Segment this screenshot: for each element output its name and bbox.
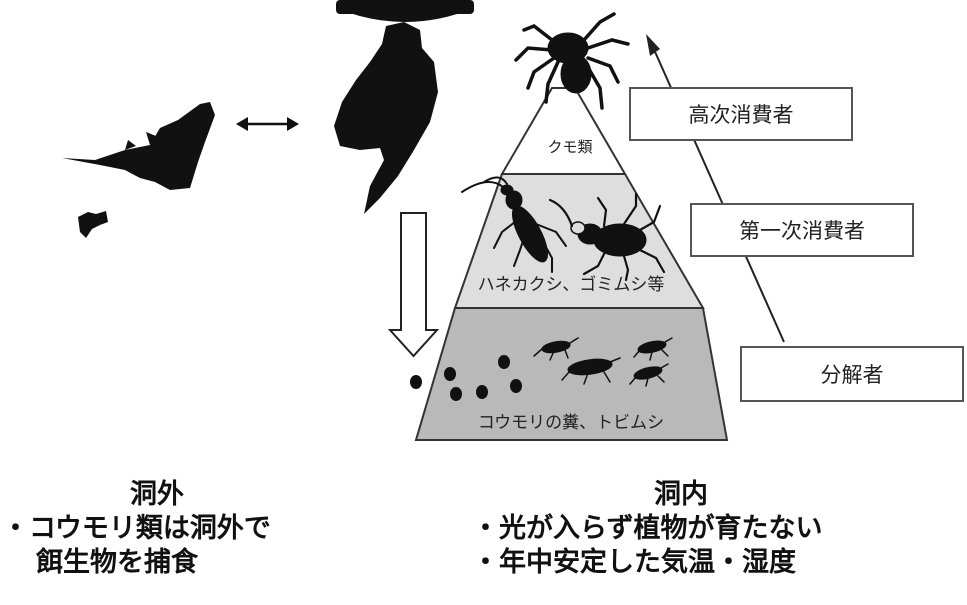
springtail-silhouettes (533, 337, 673, 387)
level-label-primary-consumer: 第一次消費者 (739, 219, 865, 243)
outside-caption: 洞外 ・コウモリ類は洞外で 餌生物を捕食 (0, 478, 300, 580)
hanging-bat-silhouette (334, 0, 474, 214)
flying-bat-silhouette (62, 102, 215, 190)
level-box-high-consumer: 高次消費者 (629, 87, 853, 141)
springtail-4 (629, 363, 669, 387)
outside-line-2: 餌生物を捕食 (36, 547, 198, 578)
pyramid-top-label: クモ類 (547, 138, 592, 156)
ground-beetle-silhouette (548, 192, 666, 282)
springtail-2 (561, 357, 621, 385)
level-label-high-consumer: 高次消費者 (688, 103, 794, 127)
bidirectional-arrow-icon (236, 117, 299, 131)
pyramid-bottom-tier (414, 307, 729, 441)
small-bat-silhouette (78, 211, 108, 238)
level-box-decomposer: 分解者 (740, 346, 964, 402)
springtail-3 (633, 337, 673, 361)
inside-title: 洞内 (654, 479, 708, 510)
level-label-decomposer: 分解者 (820, 363, 884, 387)
inside-caption: 洞内 ・光が入らず植物が育たない ・年中安定した気温・湿度 (472, 478, 892, 580)
springtail-1 (533, 337, 579, 361)
inside-line-1: ・光が入らず植物が育たない (472, 513, 823, 544)
spider-silhouette (514, 12, 630, 110)
level-box-primary-consumer: 第一次消費者 (690, 203, 914, 257)
pyramid-top-tier (500, 87, 627, 175)
pyramid-bottom-label: コウモリの糞、トビムシ (478, 413, 664, 433)
outside-title: 洞外 (130, 479, 184, 510)
rove-beetle-silhouette (461, 176, 567, 273)
inside-line-2: ・年中安定した気温・湿度 (472, 547, 796, 578)
outside-line-1: ・コウモリ類は洞外で (2, 513, 271, 544)
bat-droppings (410, 355, 522, 401)
pyramid-middle-label: ハネカクシ、ゴミムシ等 (478, 274, 665, 295)
down-arrow-icon (387, 212, 440, 358)
